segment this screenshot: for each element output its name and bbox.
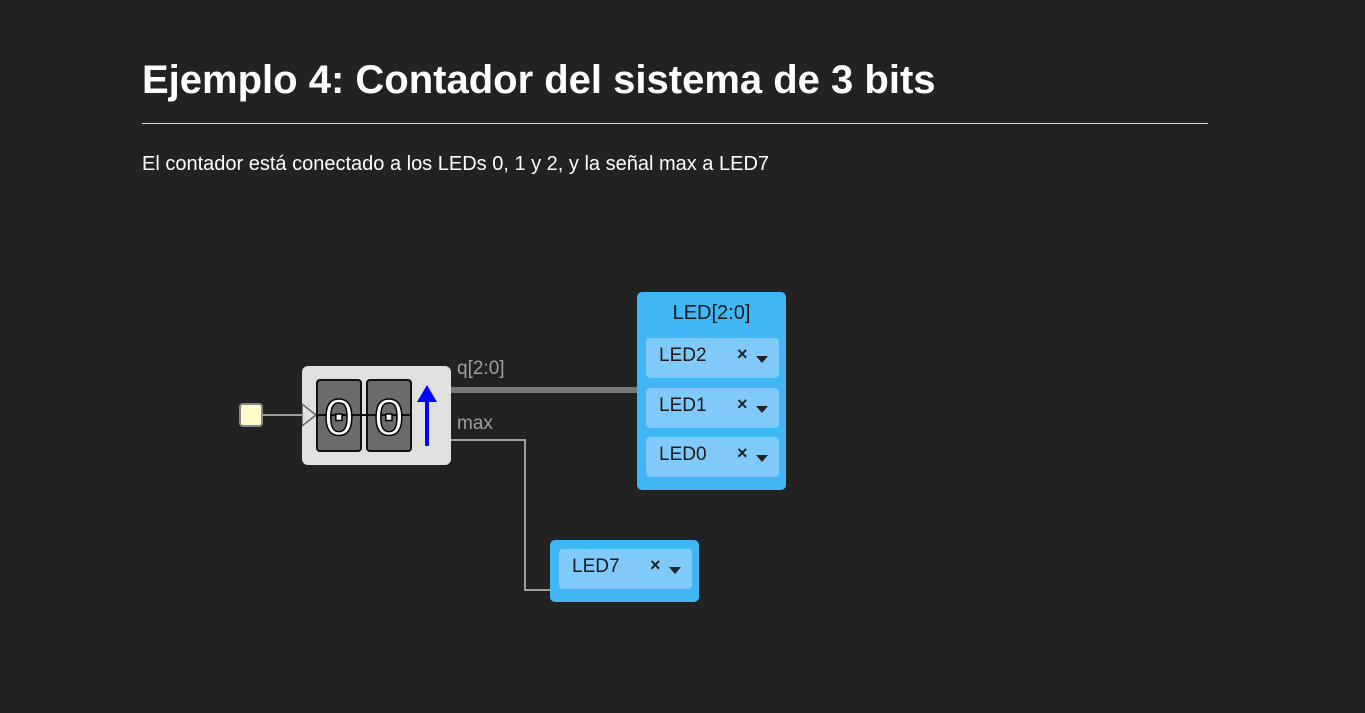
q-bus-label: q[2:0]	[457, 358, 505, 379]
counter-digit-0: 0	[323, 391, 355, 452]
chevron-down-icon[interactable]	[669, 567, 681, 574]
clock-triangle-icon	[302, 403, 318, 427]
led-selector-label: LED0	[659, 444, 707, 465]
led-selector-led2[interactable]: LED2 ×	[646, 338, 779, 378]
page-description: El contador está conectado a los LEDs 0,…	[142, 153, 770, 175]
led-selector-led1[interactable]: LED1 ×	[646, 388, 779, 428]
led-selector-label: LED1	[659, 395, 707, 416]
clock-input-port[interactable]	[239, 403, 263, 427]
arrow-up-icon	[417, 385, 437, 446]
page-title: Ejemplo 4: Contador del sistema de 3 bit…	[142, 58, 936, 102]
counter-block[interactable]: 0 0	[302, 366, 451, 465]
led-output-group: LED[2:0] LED2 × LED1 × LED0 ×	[637, 292, 786, 490]
clear-icon[interactable]: ×	[737, 344, 748, 364]
counter-digit-1: 0	[373, 391, 405, 452]
led-selector-label: LED7	[572, 556, 620, 577]
clear-icon[interactable]: ×	[650, 555, 661, 575]
led-group-title: LED[2:0]	[672, 302, 751, 324]
led-selector-led7[interactable]: LED7 ×	[559, 549, 692, 589]
led-selector-led0[interactable]: LED0 ×	[646, 437, 779, 477]
title-divider	[142, 123, 1208, 124]
chevron-down-icon[interactable]	[756, 356, 768, 363]
chevron-down-icon[interactable]	[756, 406, 768, 413]
max-wire	[451, 439, 550, 591]
clear-icon[interactable]: ×	[737, 443, 748, 463]
counter-graphic: 0 0	[302, 379, 437, 453]
chevron-down-icon[interactable]	[756, 455, 768, 462]
max-signal-label: max	[457, 413, 493, 434]
led-selector-label: LED2	[659, 345, 707, 366]
clear-icon[interactable]: ×	[737, 394, 748, 414]
max-output-block: LED7 ×	[550, 540, 699, 602]
